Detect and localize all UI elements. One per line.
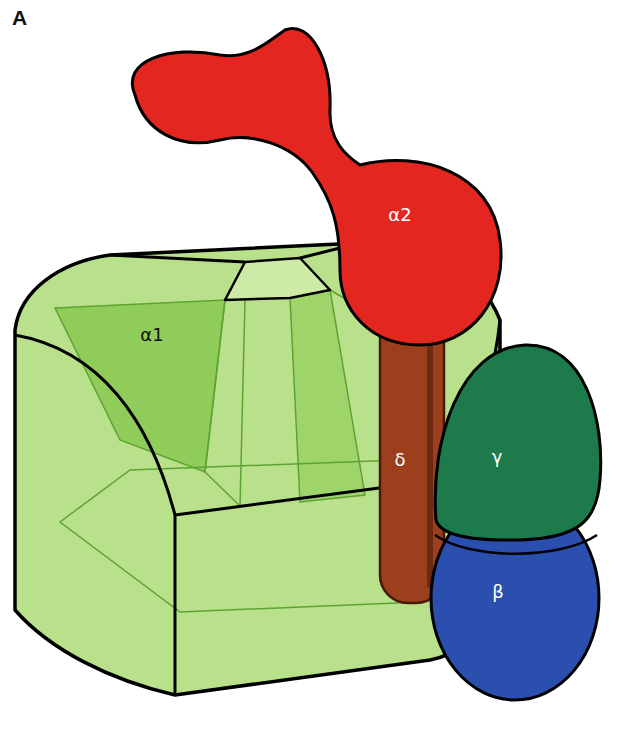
alpha1-body (15, 243, 500, 695)
gamma-subunit: γ (430, 340, 605, 545)
alpha2-subunit: α2 (115, 15, 515, 355)
subunit-label: γ (492, 447, 503, 467)
alpha1-inner-lines (60, 290, 470, 612)
alpha1-outline (15, 243, 500, 695)
subunit-label: α2 (388, 205, 411, 225)
panel-letter: A (12, 6, 27, 30)
subunit-label: δ (394, 450, 405, 470)
subunit-outline (115, 15, 515, 355)
subunit-label: α1 (140, 325, 163, 345)
alpha1-pore (225, 258, 330, 300)
subunit-outline (430, 340, 605, 545)
gamma-shape (435, 345, 600, 540)
alpha1-edges (15, 243, 500, 695)
delta-cylinder (380, 305, 444, 603)
delta-shade (427, 320, 433, 585)
alpha1-panel (55, 300, 225, 472)
beta-shape (431, 496, 599, 700)
beta-band (435, 535, 597, 554)
subunit-label: β (492, 582, 504, 602)
alpha1-panel (290, 290, 365, 502)
